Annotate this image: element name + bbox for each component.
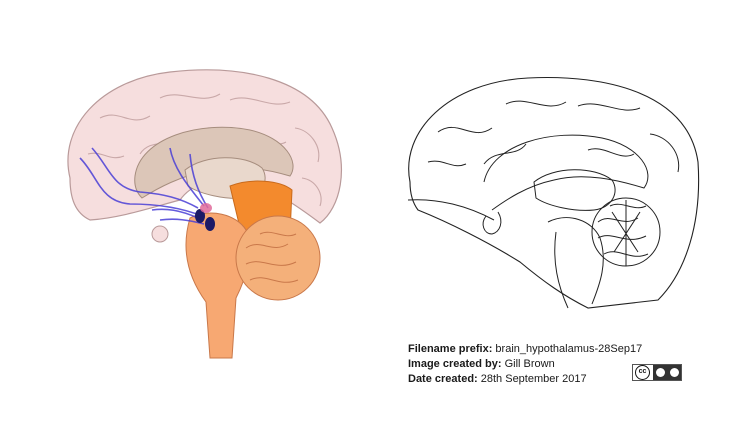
hypothalamic-nuclei [195,203,215,231]
outline-cerebellum [591,197,661,267]
license-terms-icon [653,365,681,380]
brainstem [185,212,250,359]
noncommercial-icon [669,368,679,377]
cc-logo-icon: cc [635,365,650,380]
author-line: Image created by: Gill Brown [408,357,555,371]
colour-brain-diagram [67,69,342,359]
cerebellum [235,215,321,301]
pituitary-gland [151,225,169,243]
outline-thalamus [533,169,616,211]
creative-commons-badge-icon[interactable]: cc [632,364,682,381]
outline-corpus-callosum [483,134,649,211]
date-line: Date created: 28th September 2017 [408,372,587,386]
filename-line: Filename prefix: brain_hypothalamus-28Se… [408,342,642,356]
outline-brainstem [547,217,604,309]
hypothalamic-pathways [79,147,209,225]
author-value: Gill Brown [504,358,555,370]
filename-value: brain_hypothalamus-28Sep17 [495,343,643,355]
author-label: Image created by: [408,358,502,370]
filename-label: Filename prefix: [408,343,493,355]
outline-cerebrum [408,76,700,309]
date-label: Date created: [408,373,478,385]
date-value: 28th September 2017 [480,373,587,385]
attribution-icon [655,368,665,377]
outline-brain-diagram [407,76,700,309]
